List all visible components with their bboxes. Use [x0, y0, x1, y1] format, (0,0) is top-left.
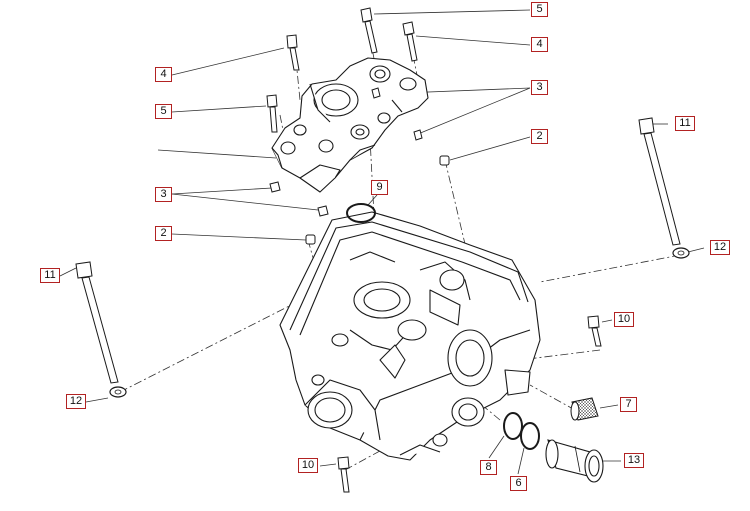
cylinder-head [279, 211, 541, 461]
callout-dowel-top: 2 [531, 129, 548, 144]
callout-bushing: 7 [620, 397, 637, 412]
callout-bolt-left: 4 [155, 67, 172, 82]
o-ring-8 [503, 412, 523, 440]
long-stud-right [638, 117, 681, 246]
callout-bolt-left-lower: 5 [155, 104, 172, 119]
callout-washer-left: 12 [66, 394, 86, 409]
bolt-left-4 [286, 34, 300, 71]
callout-bolt-top-right: 4 [531, 37, 548, 52]
bolt-left-5 [266, 94, 278, 133]
callout-bolt-bottom: 10 [298, 458, 318, 473]
bushing-7 [570, 397, 599, 421]
bolt-top-4 [402, 21, 418, 62]
o-ring-6 [520, 422, 540, 450]
callout-stud-left: 11 [40, 268, 60, 283]
callout-o-ring: 9 [371, 180, 388, 195]
dowel-pins [305, 155, 450, 245]
small-plugs [269, 87, 423, 217]
bolt-10-bottom [337, 456, 350, 493]
callout-dowel-left: 2 [155, 226, 172, 241]
callout-o-ring-6: 6 [510, 476, 527, 491]
callout-plug-top: 3 [531, 80, 548, 95]
callout-bolt-top: 5 [531, 2, 548, 17]
bolt-top-5 [360, 7, 378, 54]
bolt-10-right [587, 315, 602, 347]
callout-sleeve: 13 [624, 453, 644, 468]
washer-left [109, 386, 127, 398]
callout-stud-right: 11 [675, 116, 695, 131]
long-stud-left [75, 261, 119, 384]
sleeve-13 [545, 439, 604, 483]
washer-right [672, 247, 690, 259]
callout-plug-left: 3 [155, 187, 172, 202]
callout-bolt-right: 10 [614, 312, 634, 327]
o-ring-9 [346, 203, 376, 223]
callout-o-ring-8: 8 [480, 460, 497, 475]
cam-bridge-cap [271, 57, 429, 193]
callout-washer-right: 12 [710, 240, 730, 255]
